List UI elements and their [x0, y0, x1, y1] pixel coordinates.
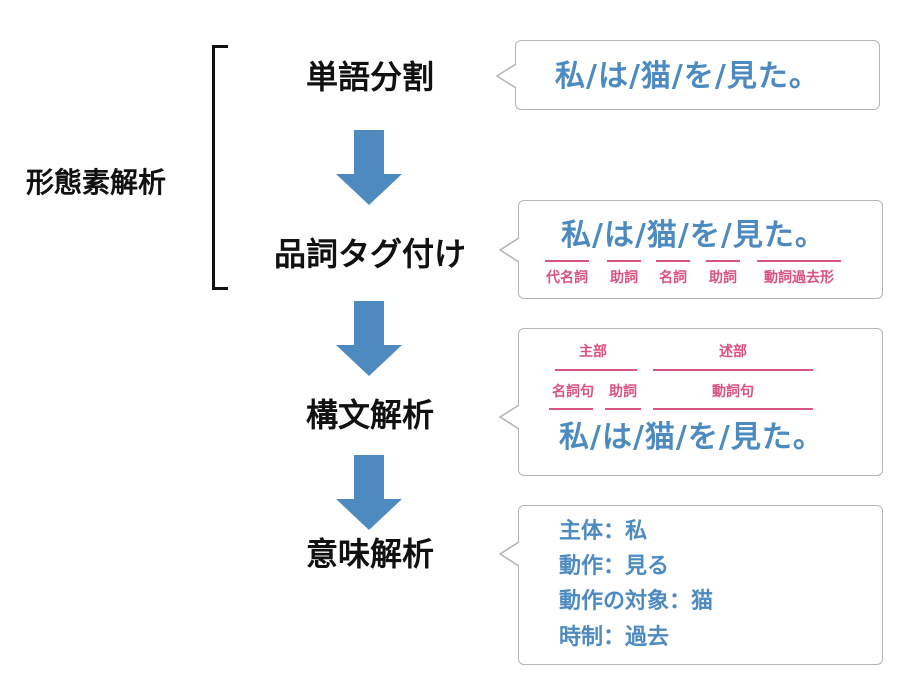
tag-underline [706, 260, 740, 262]
down-arrow-icon [336, 455, 402, 530]
phrase-tag-predicate: 述部 [719, 344, 747, 360]
stage-pos-tagging: 品詞タグ付け [273, 235, 466, 273]
bubble-syntax: 主部 述部 名詞句 助詞 動詞句 私/は/猫/を/見た。 [518, 328, 883, 476]
tagged-sentence: 私/は/猫/を/見た。 [561, 218, 826, 253]
tag-underline [607, 260, 641, 262]
phrase-underline [653, 408, 813, 410]
phrase-underline [555, 369, 637, 371]
stage-semantic-analysis: 意味解析 [305, 535, 434, 573]
phrase-tag: 動詞句 [712, 384, 754, 400]
phrase-tag: 名詞句 [552, 384, 594, 400]
stage-word-segmentation: 単語分割 [305, 58, 434, 96]
phrase-tag: 助詞 [609, 384, 637, 400]
pos-tag: 代名詞 [546, 270, 588, 286]
semantic-role-tense: 時制：過去 [559, 625, 670, 650]
side-label-morphological-analysis: 形態素解析 [26, 166, 167, 199]
pos-tag: 動詞過去形 [764, 270, 834, 286]
bubble-pointer [496, 64, 517, 88]
bubble-pointer [499, 405, 520, 429]
bubble-pointer [499, 238, 520, 262]
phrase-underline [605, 408, 641, 410]
phrase-underline [653, 369, 813, 371]
pos-tag: 名詞 [659, 270, 687, 286]
pos-tag: 助詞 [709, 270, 737, 286]
down-arrow-icon [336, 301, 402, 376]
semantic-role-agent: 主体：私 [559, 519, 648, 544]
bubble-segmentation: 私/は/猫/を/見た。 [515, 40, 880, 110]
stage-syntactic-parsing: 構文解析 [305, 396, 434, 434]
bubble-pos-tagging: 私/は/猫/を/見た。 代名詞 助詞 名詞 助詞 動詞過去形 [518, 200, 883, 299]
bubble-semantics: 主体：私 動作：見る 動作の対象：猫 時制：過去 [518, 505, 883, 665]
phrase-tag-subject: 主部 [579, 344, 607, 360]
bracket [212, 45, 228, 290]
tag-underline [757, 260, 841, 262]
phrase-underline [549, 408, 593, 410]
tag-underline [656, 260, 690, 262]
pos-tag: 助詞 [610, 270, 638, 286]
tag-underline [545, 260, 589, 262]
bubble-pointer [499, 542, 520, 566]
down-arrow-icon [336, 130, 402, 205]
segmented-sentence: 私/は/猫/を/見た。 [555, 59, 820, 94]
semantic-role-action: 動作：見る [559, 554, 670, 579]
parsed-sentence: 私/は/猫/を/見た。 [559, 420, 824, 455]
semantic-role-object: 動作の対象：猫 [559, 589, 714, 614]
